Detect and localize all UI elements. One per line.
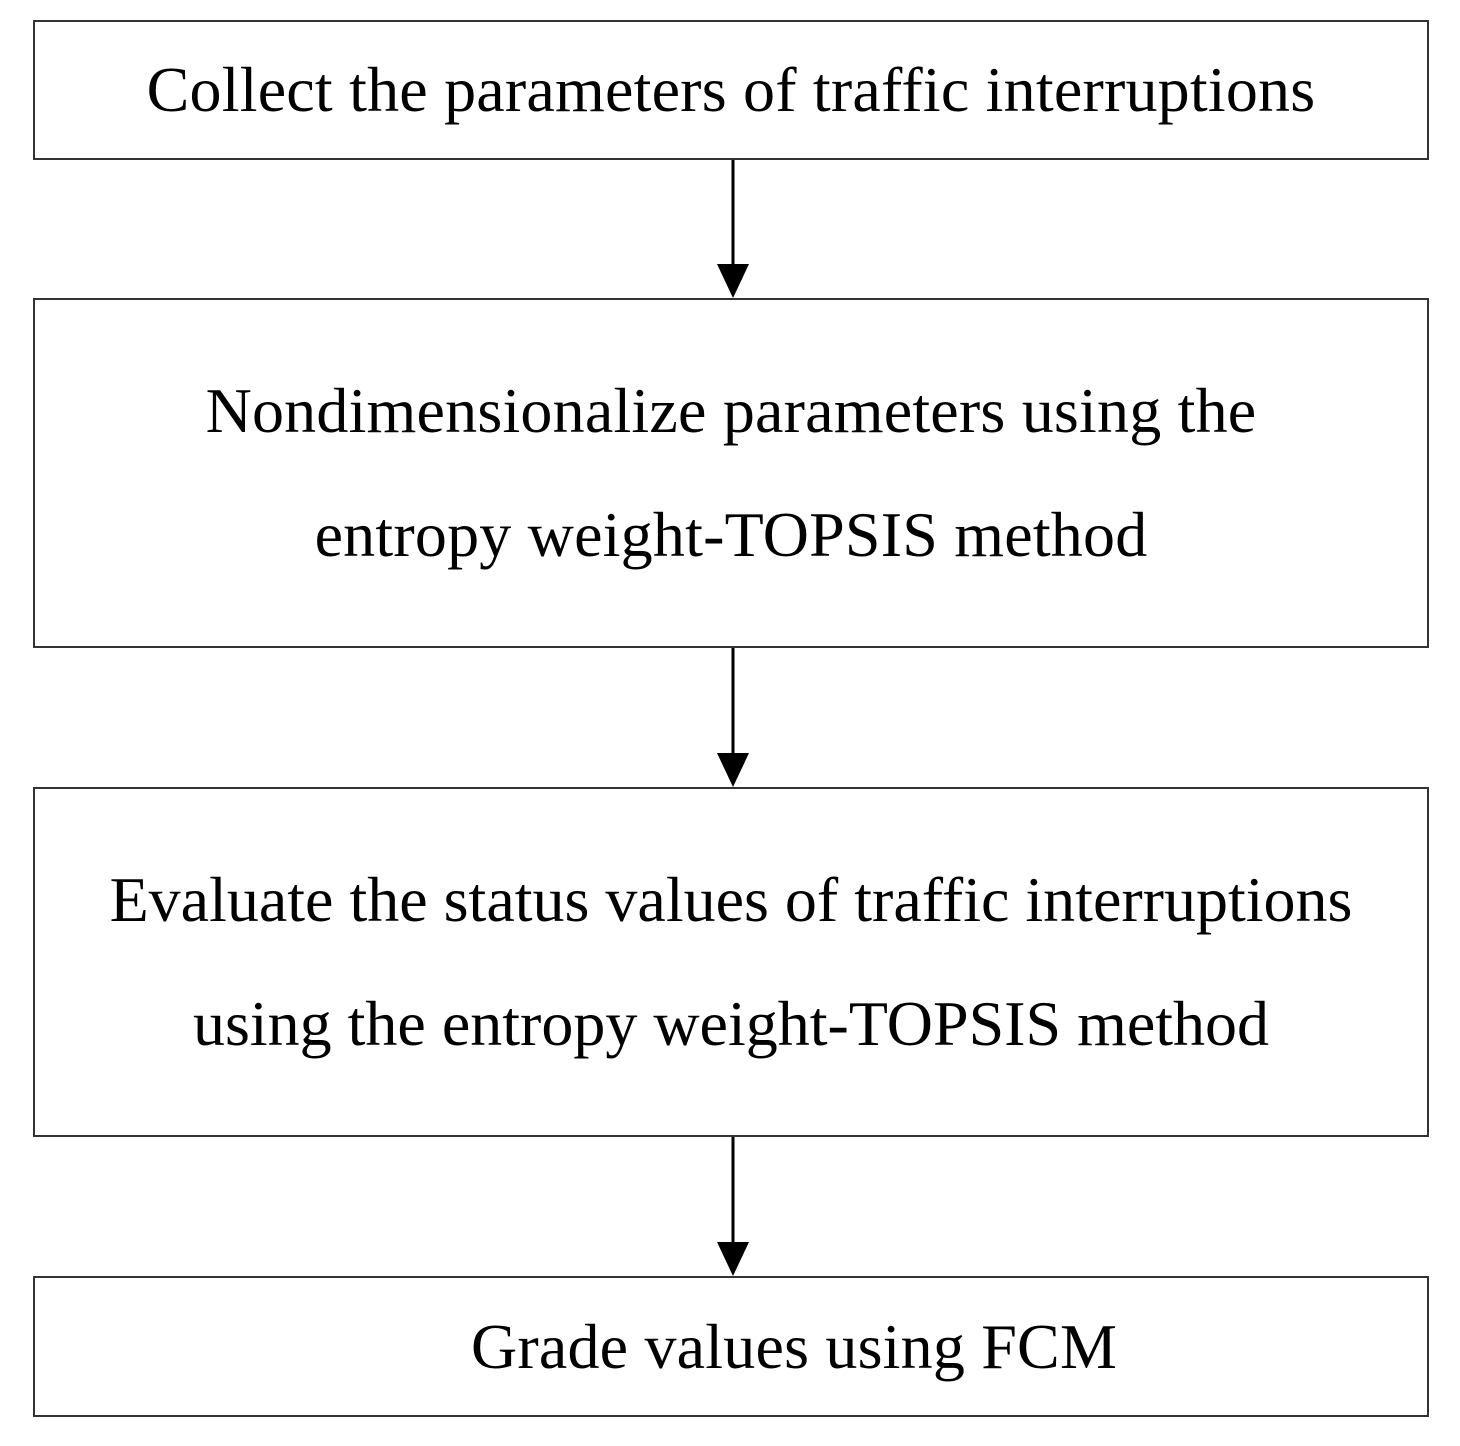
step-collect-parameters: Collect the parameters of traffic interr… [33, 20, 1429, 160]
step-evaluate-status: Evaluate the status values of traffic in… [33, 787, 1429, 1137]
step-grade-values: Grade values using FCM [33, 1276, 1429, 1417]
step-nondimensionalize: Nondimensionalize parameters using the e… [33, 298, 1429, 648]
step-3-text-line-2: using the entropy weight-TOPSIS method [192, 988, 1270, 1059]
step-4-text: Grade values using FCM [470, 1310, 1118, 1382]
arrow-step-2-to-3 [717, 648, 749, 787]
step-1-text: Collect the parameters of traffic interr… [146, 54, 1316, 125]
arrow-step-3-to-4 [717, 1137, 749, 1276]
step-2-text-line-1: Nondimensionalize parameters using the [205, 375, 1257, 446]
arrow-step-1-to-2 [717, 160, 749, 298]
step-3-text-line-1: Evaluate the status values of traffic in… [109, 864, 1353, 935]
step-2-text-line-2: entropy weight-TOPSIS method [314, 499, 1148, 570]
